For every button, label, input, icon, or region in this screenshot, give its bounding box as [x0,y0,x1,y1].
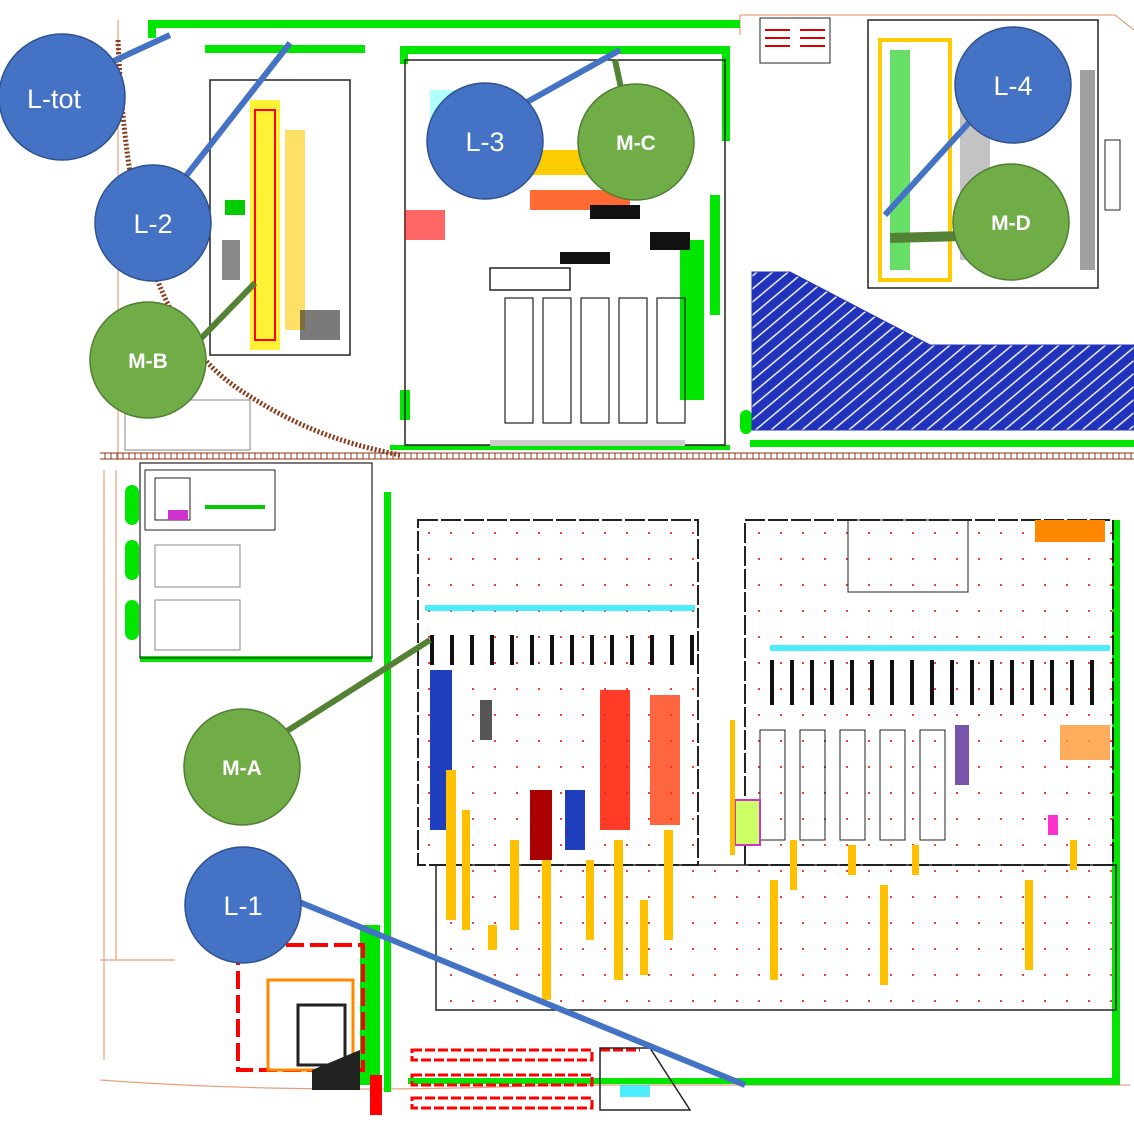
bottom-left-building [236,943,382,1115]
loading-ramp [599,1047,692,1111]
marker-m-d: M-D [952,163,1070,281]
marker-label: L-3 [465,127,504,157]
marker-l-3: L-3 [426,82,544,200]
marker-l-tot: L-tot [0,33,126,161]
green-boundaries [125,20,1134,1092]
bottom-storage-racks [410,1048,640,1110]
marker-label: M-C [616,132,656,155]
office-block [139,462,373,659]
main-hall-module-a [417,519,1117,1011]
marker-label: L-tot [27,84,82,114]
marker-m-b: M-B [89,301,207,419]
hatched-storage-area [751,271,1134,431]
marker-l-2: L-2 [94,164,212,282]
connector-m-a [263,637,432,748]
marker-label: M-D [991,212,1031,235]
connector-l-1 [268,887,747,1088]
yellow-conveyors [446,770,1077,1000]
marker-label: L-4 [993,71,1032,101]
connector-l-2 [172,41,293,192]
marker-label: M-B [128,350,168,373]
marker-m-c: M-C [577,83,695,201]
marker-label: L-2 [133,209,172,239]
marker-l-1: L-1 [184,846,302,964]
marker-label: M-A [222,757,262,780]
connector-l-tot [103,32,172,68]
marker-label: L-1 [223,891,262,921]
press-line-left [430,635,694,665]
press-line-right [770,660,1094,705]
railway [100,39,1134,460]
connector-l-4 [882,102,988,218]
marker-m-a: M-A [183,708,301,826]
marker-l-4: L-4 [954,26,1072,144]
